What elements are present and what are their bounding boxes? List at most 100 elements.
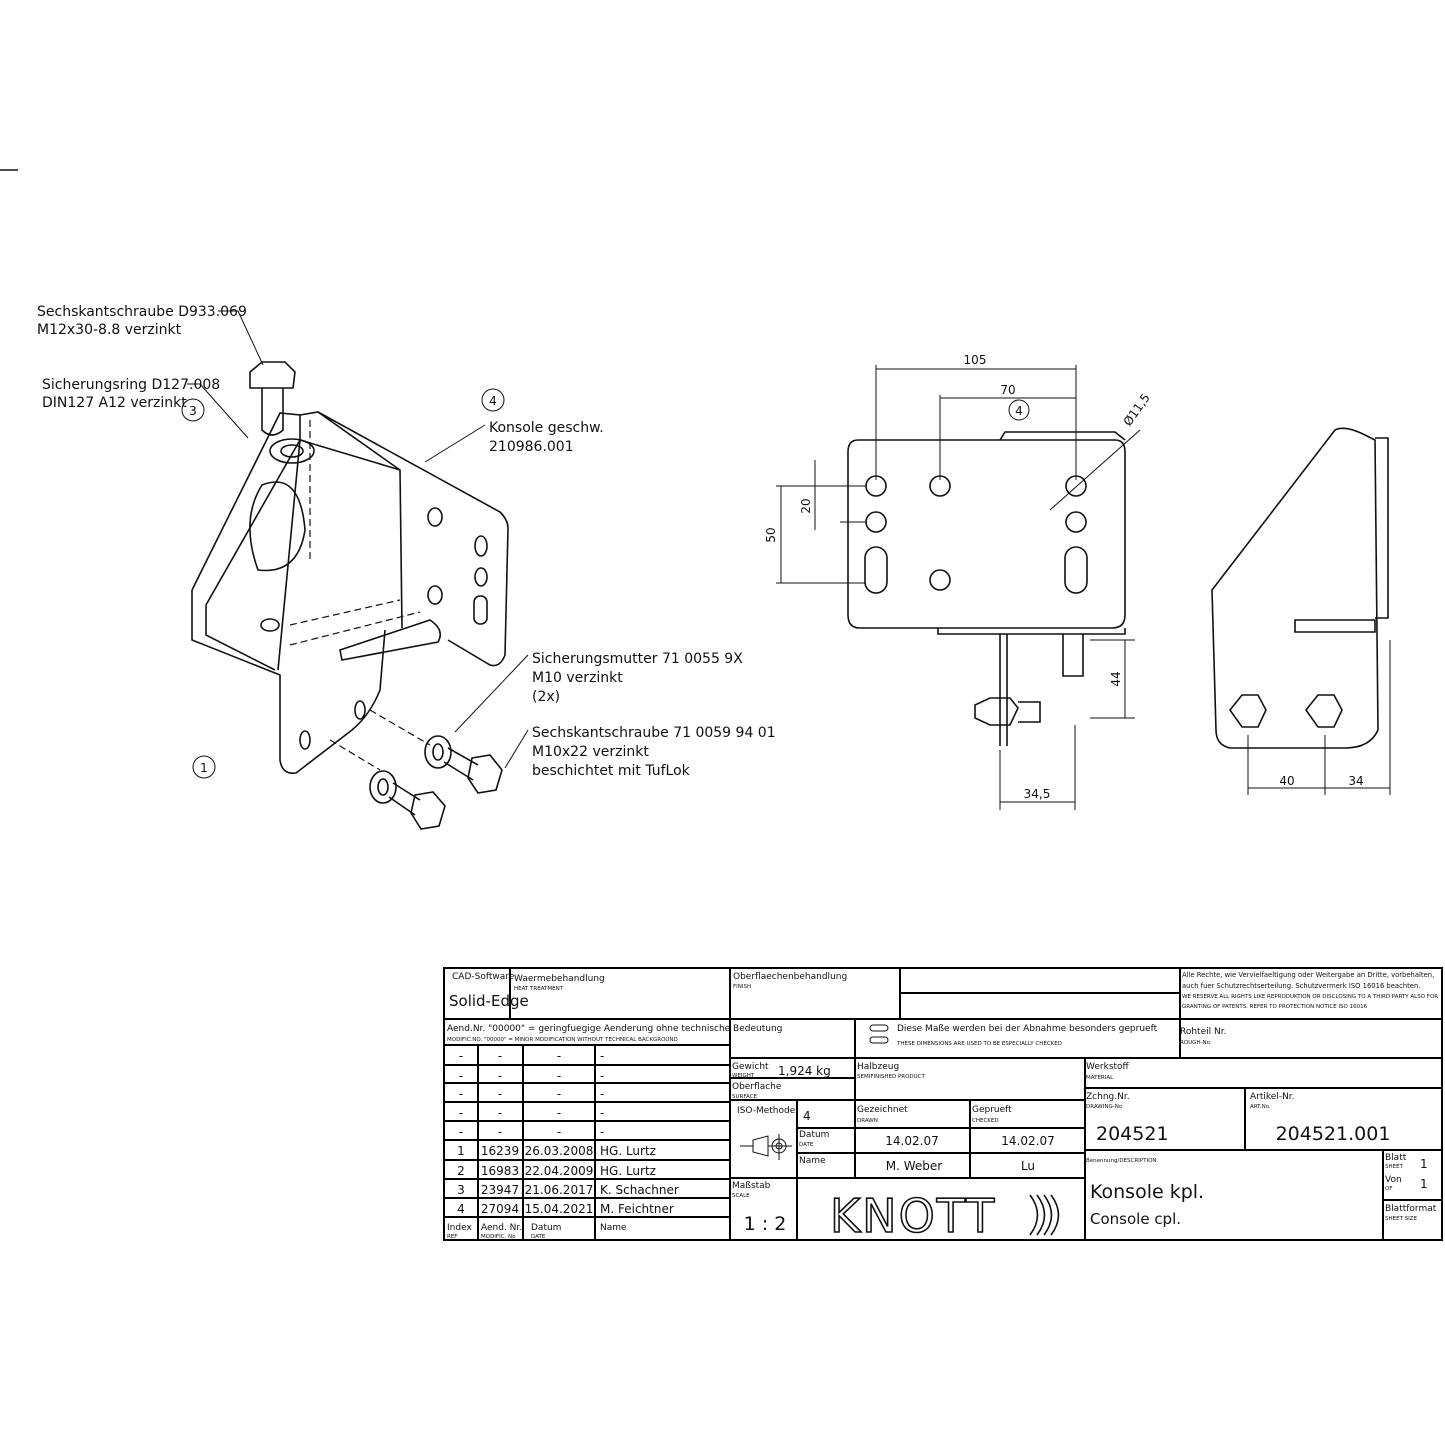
- lock-ring: [269, 438, 315, 464]
- leader-line: [504, 729, 529, 769]
- of-label: Von: [1385, 1175, 1402, 1185]
- dim-105: 105: [964, 353, 987, 367]
- revision-index: -: [459, 1087, 463, 1101]
- hidden-lines: [289, 420, 431, 771]
- balloon-number: 3: [189, 404, 197, 418]
- drawing-no-label: Zchng.Nr.: [1086, 1092, 1130, 1102]
- rev-header-date: Datum: [531, 1223, 561, 1233]
- bracket-plate-angled: [191, 412, 301, 671]
- revision-index: -: [459, 1106, 463, 1120]
- drawn-en: DRAWN: [857, 1118, 878, 1124]
- front-view: 105 70 4 Ø11,5 20 50 44 34,5: [764, 353, 1153, 810]
- revision-mod-no: -: [498, 1125, 502, 1139]
- sheet-value: 1: [1420, 1157, 1428, 1171]
- revision-date: 22.04.2009: [525, 1164, 594, 1178]
- check-dimension-symbol: [869, 1036, 889, 1044]
- dim-50: 50: [764, 527, 778, 542]
- rights-notice-en-2: GRANTING OF PATENTS. REFER TO PROTECTION…: [1182, 1004, 1368, 1010]
- revision-name: M. Feichtner: [600, 1202, 674, 1216]
- revision-date: 15.04.2021: [525, 1202, 594, 1216]
- dimension-lines: [1247, 640, 1391, 795]
- checked-en: CHECKED: [972, 1118, 999, 1124]
- revision-mod-no: 27094: [481, 1202, 519, 1216]
- rev-header-date-en: DATE: [531, 1234, 546, 1240]
- date-label: Datum: [799, 1130, 829, 1140]
- revision-date: -: [557, 1087, 561, 1101]
- description-label: Benennung/DESCRIPTION: [1086, 1158, 1157, 1164]
- label-lock-nut-spec: M10 verzinkt: [532, 670, 623, 686]
- weight-label: Gewicht: [732, 1062, 769, 1072]
- logo-arcs: [1029, 1194, 1060, 1236]
- finish-en: FINISH: [733, 984, 751, 990]
- bracket-plate-lower: [191, 590, 386, 775]
- weight-value: 1,924 kg: [778, 1064, 831, 1078]
- description-en: Console cpl.: [1090, 1210, 1181, 1228]
- article-no-en: ART.No.: [1250, 1104, 1271, 1110]
- revision-date: -: [557, 1125, 561, 1139]
- rights-notice: Alle Rechte, wie Vervielfaeltigung oder …: [1182, 971, 1434, 979]
- revision-date: -: [557, 1049, 561, 1063]
- revision-mod-no: 16239: [481, 1144, 519, 1158]
- revision-index: -: [459, 1069, 463, 1083]
- lower-flange: [999, 634, 1084, 746]
- material-label: Werkstoff: [1086, 1062, 1130, 1072]
- sheet-size-en: SHEET SIZE: [1385, 1216, 1418, 1222]
- modification-note: Aend.Nr. "00000" = geringfuegige Aenderu…: [447, 1024, 782, 1034]
- projection-symbol-icon: [740, 1134, 792, 1160]
- leader-line: [424, 424, 486, 463]
- heat-treatment-label: Waermebehandlung: [514, 974, 605, 984]
- drawn-date: 14.02.07: [885, 1134, 938, 1148]
- checked-dims-note-en: THESE DIMENSIONS ARE USED TO BE ESPECIAL…: [896, 1041, 1062, 1047]
- modification-note-en: MODIFIC.NO. "00000" = MINOR MODIFICATION…: [447, 1037, 678, 1043]
- revision-name: HG. Lurtz: [600, 1164, 656, 1178]
- nut-bolt-m10-2: [369, 770, 446, 830]
- rights-notice-2: auch fuer Schutzrechtserteilung. Schutzv…: [1182, 982, 1420, 990]
- revision-mod-no: -: [498, 1069, 502, 1083]
- checked-date: 14.02.07: [1001, 1134, 1054, 1148]
- sheet-en: SHEET: [1385, 1164, 1404, 1170]
- semifinished-label: Halbzeug: [857, 1062, 899, 1072]
- label-bolt-m12: Sechskantschraube D933.069: [37, 304, 247, 320]
- finish-label: Oberflaechenbehandlung: [733, 972, 847, 982]
- isometric-view: Sechskantschraube D933.069 M12x30-8.8 ve…: [37, 304, 776, 830]
- rough-no-label: Rohteil Nr.: [1180, 1027, 1226, 1037]
- revision-index: -: [459, 1049, 463, 1063]
- name-label: Name: [799, 1156, 826, 1166]
- checked-dims-note: Diese Maße werden bei der Abnahme besond…: [897, 1024, 1158, 1034]
- scale-en: SCALE: [732, 1193, 750, 1199]
- label-console-no: 210986.001: [489, 439, 574, 455]
- article-no: 204521.001: [1276, 1123, 1391, 1145]
- heat-treatment-en: HEAT TREATMENT: [514, 986, 564, 992]
- label-console: Konsole geschw.: [489, 420, 604, 436]
- label-bolt-m10: Sechskantschraube 71 0059 94 01: [532, 725, 776, 741]
- drawn-name: M. Weber: [886, 1159, 943, 1173]
- title-block-grid: [444, 968, 1442, 1240]
- revision-date: -: [557, 1106, 561, 1120]
- dim-diameter: Ø11,5: [1121, 391, 1153, 429]
- weld-gusset: [277, 411, 441, 671]
- label-lock-nut: Sicherungsmutter 71 0055 9X: [532, 651, 743, 667]
- title-block: CAD-Software Solid-Edge Waermebehandlung…: [443, 967, 1443, 1244]
- revision-mod-no: 16983: [481, 1164, 519, 1178]
- of-value: 1: [1420, 1177, 1428, 1191]
- leader-line: [218, 310, 264, 366]
- revision-index: 2: [457, 1164, 465, 1178]
- revision-date: 26.03.2008: [525, 1144, 594, 1158]
- label-lock-nut-qty: (2x): [532, 689, 560, 705]
- revision-name: -: [600, 1049, 604, 1063]
- surface-en: SURFACE: [732, 1094, 758, 1100]
- semifinished-en: SEMIFINISHED PRODUCT: [857, 1074, 926, 1080]
- revision-date: -: [557, 1069, 561, 1083]
- material-en: MATERIAL: [1086, 1075, 1114, 1081]
- revision-mod-no: 23947: [481, 1183, 519, 1197]
- dim-20: 20: [799, 498, 813, 513]
- rev-header-mod-no: Aend. Nr.: [481, 1223, 522, 1233]
- revision-name: -: [600, 1087, 604, 1101]
- of-en: OF: [1385, 1186, 1393, 1192]
- revision-name: HG. Lurtz: [600, 1144, 656, 1158]
- article-no-label: Artikel-Nr.: [1250, 1092, 1295, 1102]
- scale-label: Maßstab: [732, 1181, 771, 1191]
- checked-label: Geprueft: [972, 1105, 1012, 1115]
- holes: [864, 475, 1088, 594]
